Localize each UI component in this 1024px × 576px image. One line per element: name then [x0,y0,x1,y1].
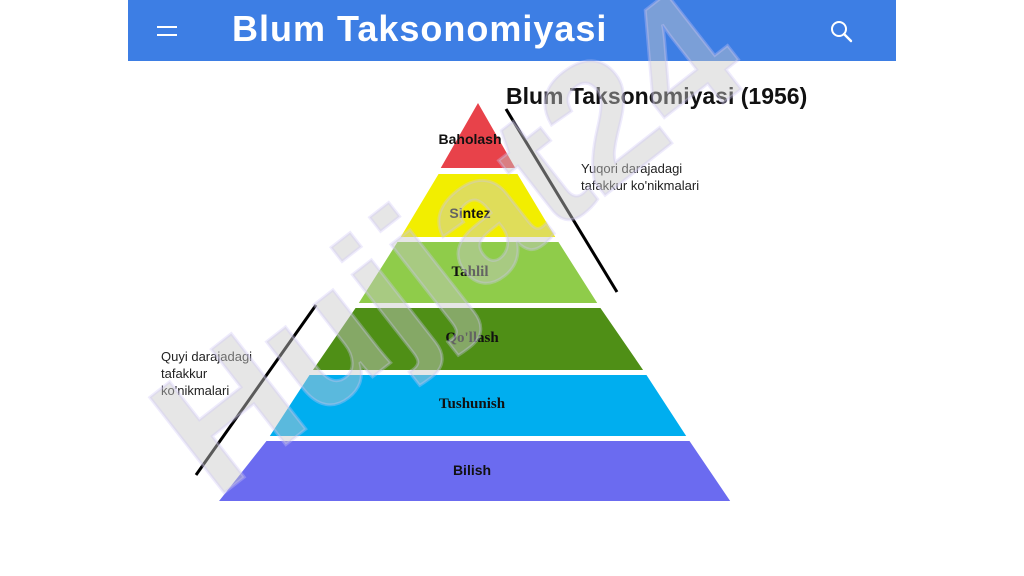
pyramid-diagram [194,98,734,503]
upper-note-line: Yuqori darajadagi [581,161,683,176]
search-icon[interactable] [828,18,854,44]
level-label-baholash: Baholash [438,131,502,147]
level-baholash-band [437,98,519,170]
lower-note: Quyi darajadagi tafakkur ko'nikmalari [161,348,252,399]
hamburger-menu-icon[interactable] [154,18,180,44]
upper-bracket-line [504,108,619,293]
lower-note-line: ko'nikmalari [161,383,230,398]
level-label-bilish: Bilish [452,462,492,478]
level-tahlil-band [355,240,601,305]
figure-title: Blum Taksonomiyasi (1956) [506,83,808,109]
lower-note-line: tafakkur [161,366,208,381]
level-tushunish-band [266,373,690,438]
lower-note-line: Quyi darajadagi [161,349,253,364]
level-label-qollash: Qo'llash [445,330,499,346]
upper-note: Yuqori darajadagi tafakkur ko'nikmalari [581,160,699,194]
level-qollash-band [309,306,647,372]
page-title: Blum Taksonomiyasi [232,8,608,49]
level-sintez-band [397,172,559,239]
upper-note-line: tafakkur ko'nikmalari [581,178,700,193]
level-label-tushunish: Tushunish [438,396,506,412]
pyramid-figure: Blum Taksonomiyasi (1956) Baholash Sinte… [0,61,1024,576]
app-bar: Blum Taksonomiyasi [128,0,896,61]
level-bilish-band [214,439,734,503]
lower-bracket-line [194,304,318,476]
level-label-sintez: Sintez [449,205,491,221]
level-label-tahlil: Tahlil [451,264,489,280]
